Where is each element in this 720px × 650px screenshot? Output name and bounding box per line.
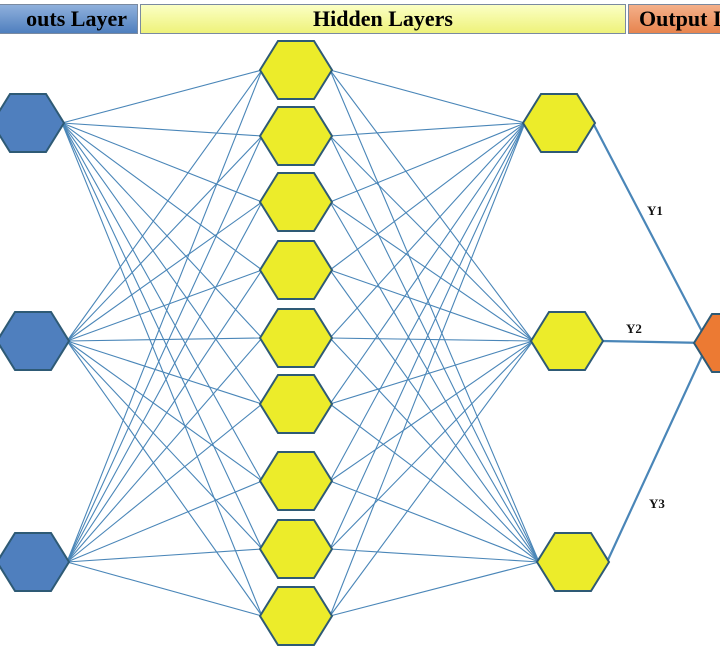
edge-hidden4-hiddenb1 bbox=[329, 122, 526, 271]
edge-hidden2-hiddenb1 bbox=[329, 122, 526, 137]
edge-input2-hidden8 bbox=[66, 340, 263, 550]
label-y2: Y2 bbox=[626, 321, 642, 336]
edge-hidden9-hiddenb3 bbox=[329, 561, 540, 617]
input-layer-label: outs Layer bbox=[26, 6, 127, 31]
connections bbox=[61, 69, 709, 617]
hidden2-node-2 bbox=[529, 311, 605, 371]
input-node-2 bbox=[0, 311, 71, 371]
hidden-node-4 bbox=[258, 240, 334, 300]
edge-input2-hidden6 bbox=[66, 340, 263, 405]
label-y3: Y3 bbox=[649, 496, 665, 511]
edge-input2-hidden2 bbox=[66, 135, 263, 342]
edge-hidden8-hiddenb3 bbox=[329, 548, 540, 563]
output-node-1 bbox=[692, 313, 720, 373]
edge-input2-hidden1 bbox=[66, 69, 263, 342]
edge-input2-hidden3 bbox=[66, 201, 263, 342]
arrow-y1 bbox=[592, 122, 709, 344]
edge-hidden1-hiddenb1 bbox=[329, 69, 526, 124]
edge-input1-hidden6 bbox=[61, 122, 263, 405]
edge-input1-hidden1 bbox=[61, 69, 263, 124]
hidden-layers-banner: Hidden Layers bbox=[140, 4, 626, 34]
edge-input2-hidden4 bbox=[66, 269, 263, 342]
hidden-node-5 bbox=[258, 308, 334, 368]
edge-hidden2-hiddenb2 bbox=[329, 135, 534, 342]
edge-hidden9-hiddenb1 bbox=[329, 122, 526, 617]
edge-input1-hidden2 bbox=[61, 122, 263, 137]
hidden-layers-label: Hidden Layers bbox=[313, 6, 453, 31]
edge-input1-hidden7 bbox=[61, 122, 263, 482]
edge-input1-hidden3 bbox=[61, 122, 263, 203]
edge-hidden6-hiddenb2 bbox=[329, 340, 534, 405]
hidden-node-2 bbox=[258, 106, 334, 166]
edge-hidden3-hiddenb3 bbox=[329, 201, 540, 563]
hidden-node-1 bbox=[258, 40, 334, 100]
edge-input3-hidden9 bbox=[66, 561, 263, 617]
output-layer-label: Output I bbox=[639, 6, 720, 31]
edge-hidden6-hiddenb1 bbox=[329, 122, 526, 405]
edge-input1-hidden4 bbox=[61, 122, 263, 271]
hidden2-node-3 bbox=[535, 532, 611, 592]
output-labels: Y1 Y2 Y3 bbox=[626, 203, 665, 511]
edge-hidden1-hiddenb2 bbox=[329, 69, 534, 342]
arrow-y3 bbox=[606, 342, 709, 563]
edge-hidden4-hiddenb2 bbox=[329, 269, 534, 342]
edge-input1-hidden8 bbox=[61, 122, 263, 550]
hidden-node-6 bbox=[258, 374, 334, 434]
edge-input1-hidden9 bbox=[61, 122, 263, 617]
input-node-1 bbox=[0, 93, 66, 153]
label-y1: Y1 bbox=[647, 203, 663, 218]
edge-hidden3-hiddenb2 bbox=[329, 201, 534, 342]
edge-input2-hidden9 bbox=[66, 340, 263, 617]
hidden-node-8 bbox=[258, 519, 334, 579]
edge-input3-hidden4 bbox=[66, 269, 263, 563]
edge-hidden7-hiddenb1 bbox=[329, 122, 526, 482]
edge-hidden7-hiddenb2 bbox=[329, 340, 534, 482]
edge-hidden6-hiddenb3 bbox=[329, 403, 540, 563]
edge-hidden2-hiddenb3 bbox=[329, 135, 540, 563]
input-layer-banner: outs Layer bbox=[0, 4, 138, 34]
output-layer-banner: Output I bbox=[628, 4, 720, 34]
arrow-y2 bbox=[600, 337, 709, 348]
input-node-3 bbox=[0, 532, 71, 592]
hidden2-node-1 bbox=[521, 93, 597, 153]
edge-input3-hidden1 bbox=[66, 69, 263, 563]
edge-input3-hidden3 bbox=[66, 201, 263, 563]
edge-hidden7-hiddenb3 bbox=[329, 480, 540, 563]
edge-input3-hidden2 bbox=[66, 135, 263, 563]
edge-hidden8-hiddenb2 bbox=[329, 340, 534, 550]
edge-hidden5-hiddenb2 bbox=[329, 337, 534, 342]
edge-input3-hidden7 bbox=[66, 480, 263, 563]
hidden-node-3 bbox=[258, 172, 334, 232]
edge-hidden1-hiddenb3 bbox=[329, 69, 540, 563]
edge-hidden5-hiddenb1 bbox=[329, 122, 526, 339]
edge-input2-hidden5 bbox=[66, 337, 263, 342]
edge-input3-hidden6 bbox=[66, 403, 263, 563]
hidden-node-7 bbox=[258, 451, 334, 511]
edge-hidden5-hiddenb3 bbox=[329, 337, 540, 563]
edge-input3-hidden5 bbox=[66, 337, 263, 563]
hidden-node-9 bbox=[258, 586, 334, 646]
edge-input1-hidden5 bbox=[61, 122, 263, 339]
edge-hidden8-hiddenb1 bbox=[329, 122, 526, 550]
edge-hidden9-hiddenb2 bbox=[329, 340, 534, 617]
edge-hidden3-hiddenb1 bbox=[329, 122, 526, 203]
nodes bbox=[0, 40, 720, 646]
edge-input3-hidden8 bbox=[66, 548, 263, 563]
edge-hidden4-hiddenb3 bbox=[329, 269, 540, 563]
edge-input2-hidden7 bbox=[66, 340, 263, 482]
